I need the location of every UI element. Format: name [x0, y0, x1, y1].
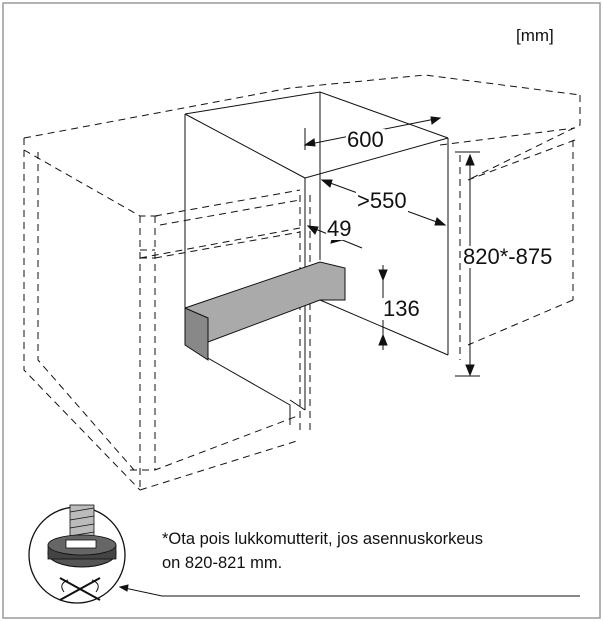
note-line-1: *Ota pois lukkomutterit, jos asennuskork…	[162, 530, 483, 548]
dimension-depth: >550	[356, 188, 408, 213]
dimension-offset: 49	[326, 216, 353, 241]
plinth-zone	[184, 261, 346, 361]
no-turn-cross-icon	[59, 577, 101, 601]
installation-note: *Ota pois lukkomutterit, jos asennuskork…	[162, 527, 582, 575]
dimension-lines	[303, 116, 480, 377]
cabinet-outline	[23, 74, 581, 491]
dimension-plinth-height: 136	[382, 296, 421, 321]
note-leader	[118, 584, 580, 597]
units-label: [mm]	[516, 26, 554, 45]
dimension-height: 820*-875	[462, 244, 554, 269]
note-line-2: on 820-821 mm.	[162, 554, 283, 572]
dimension-width: 600	[346, 127, 385, 152]
adjustable-foot-icon	[28, 504, 126, 604]
